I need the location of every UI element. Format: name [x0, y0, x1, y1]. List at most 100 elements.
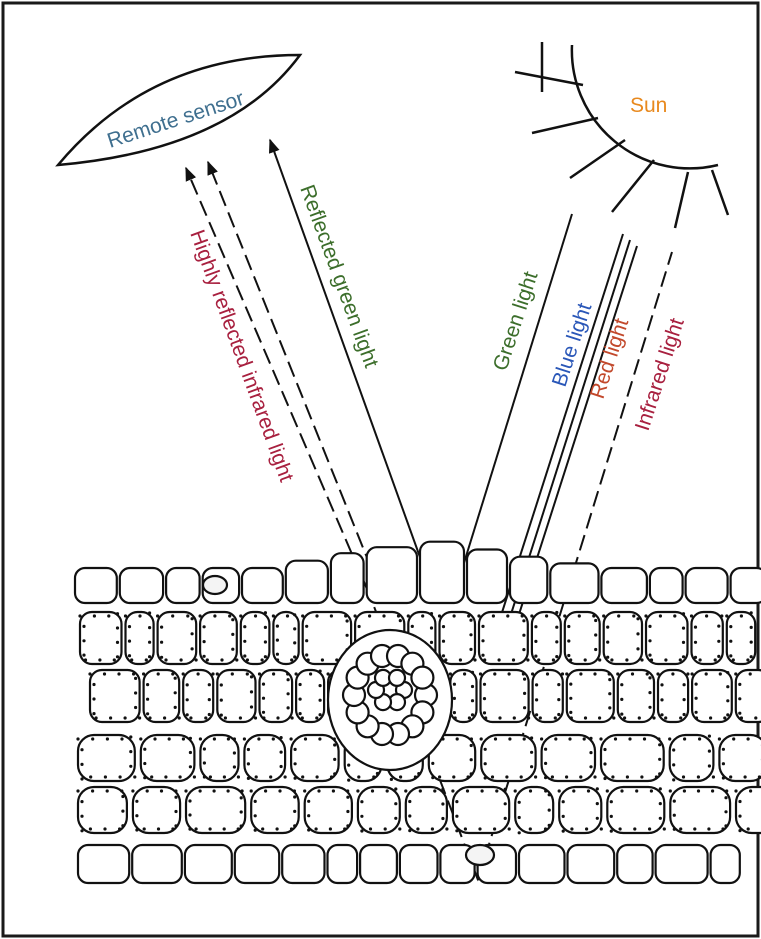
- chloroplast-dot: [540, 737, 543, 740]
- chloroplast-dot: [568, 737, 571, 740]
- chloroplast-dot: [479, 672, 482, 675]
- chloroplast-dot: [555, 611, 558, 614]
- chloroplast-dot: [203, 761, 206, 764]
- chloroplast-dot: [744, 775, 747, 778]
- chloroplast-dot: [360, 829, 363, 832]
- chloroplast-dot: [174, 824, 177, 827]
- palisade-cell: [260, 670, 293, 722]
- chloroplast-dot: [659, 802, 662, 805]
- chloroplast-dot: [470, 744, 473, 747]
- chloroplast-dot: [717, 640, 720, 643]
- chloroplast-dot: [319, 699, 322, 702]
- chloroplast-dot: [659, 614, 662, 617]
- chloroplast-dot: [316, 775, 319, 778]
- chloroplast-dot: [92, 697, 95, 700]
- chloroplast-dot: [491, 775, 494, 778]
- chloroplast-dot: [750, 611, 753, 614]
- chloroplast-dot: [132, 672, 135, 675]
- chloroplast-dot: [142, 672, 145, 675]
- chloroplast-dot: [160, 626, 163, 629]
- chloroplast-dot: [431, 762, 434, 765]
- palisade-cell: [158, 612, 197, 664]
- palisade-cell: [646, 612, 688, 664]
- xylem-cell: [411, 667, 433, 689]
- chloroplast-dot: [683, 789, 686, 792]
- chloroplast-dot: [652, 716, 655, 719]
- chloroplast-dot: [287, 678, 290, 681]
- chloroplast-dot: [481, 789, 484, 792]
- chloroplast-dot: [620, 683, 623, 686]
- chloroplast-dot: [148, 641, 151, 644]
- chloroplast-dot: [160, 656, 163, 659]
- chloroplast-dot: [720, 614, 723, 617]
- chloroplast-dot: [116, 626, 119, 629]
- chloroplast-dot: [603, 777, 606, 780]
- chloroplast-dot: [143, 827, 146, 830]
- chloroplast-dot: [398, 827, 401, 830]
- chloroplast-dot: [544, 748, 547, 751]
- chloroplast-dot: [606, 656, 609, 659]
- chloroplast-dot: [138, 614, 141, 617]
- chloroplast-dot: [600, 827, 603, 830]
- chloroplast-dot: [695, 711, 698, 714]
- upper-epidermis-cell: [166, 568, 200, 603]
- chloroplast-dot: [240, 796, 243, 799]
- chloroplast-dot: [239, 614, 242, 617]
- chloroplast-dot: [329, 827, 332, 830]
- chloroplast-dot: [452, 775, 455, 778]
- chloroplast-dot: [608, 706, 611, 709]
- chloroplast-dot: [195, 658, 198, 661]
- chloroplast-dot: [319, 670, 322, 673]
- chloroplast-dot: [291, 716, 294, 719]
- chloroplast-dot: [508, 672, 511, 675]
- chloroplast-dot: [146, 698, 149, 701]
- chloroplast-dot: [522, 672, 525, 675]
- chloroplast-dot: [544, 789, 547, 792]
- chloroplast-dot: [91, 789, 94, 792]
- stoma: [203, 576, 227, 594]
- chloroplast-dot: [290, 827, 293, 830]
- chloroplast-dot: [80, 829, 83, 832]
- chloroplast-dot: [695, 697, 698, 700]
- chloroplast-dot: [740, 716, 743, 719]
- chloroplast-dot: [264, 789, 267, 792]
- chloroplast-dot: [257, 737, 260, 740]
- chloroplast-dot: [648, 706, 651, 709]
- chloroplast-dot: [603, 748, 606, 751]
- chloroplast-dot: [724, 796, 727, 799]
- chloroplast-dot: [569, 697, 572, 700]
- chloroplast-dot: [258, 672, 261, 675]
- chloroplast-dot: [707, 827, 710, 830]
- chloroplast-dot: [287, 706, 290, 709]
- chloroplast-dot: [664, 716, 667, 719]
- chloroplast-dot: [712, 775, 715, 778]
- chloroplast-dot: [548, 793, 551, 796]
- chloroplast-dot: [134, 706, 137, 709]
- chloroplast-dot: [725, 789, 728, 792]
- chloroplast-dot: [76, 789, 79, 792]
- chloroplast-dot: [562, 830, 565, 833]
- spongy-cell: [542, 735, 595, 781]
- chloroplast-dot: [227, 737, 230, 740]
- chloroplast-dot: [569, 711, 572, 714]
- chloroplast-dot: [315, 716, 318, 719]
- chloroplast-dot: [683, 713, 686, 716]
- chloroplast-dot: [80, 748, 83, 751]
- lower-epidermis-cell: [617, 845, 652, 883]
- chloroplast-dot: [107, 614, 110, 617]
- chloroplast-dot: [626, 775, 629, 778]
- chloroplast-dot: [617, 614, 620, 617]
- chloroplast-dot: [658, 758, 661, 761]
- chloroplast-dot: [116, 641, 119, 644]
- chloroplast-dot: [726, 685, 729, 688]
- chloroplast-dot: [750, 641, 753, 644]
- chloroplast-dot: [290, 658, 293, 661]
- chloroplast-dot: [683, 737, 686, 740]
- chloroplast-dot: [513, 716, 516, 719]
- chloroplast-dot: [648, 654, 651, 657]
- chloroplast-dot: [589, 751, 592, 754]
- chloroplast-dot: [466, 789, 469, 792]
- chloroplast-dot: [441, 817, 444, 820]
- chloroplast-dot: [483, 697, 486, 700]
- chloroplast-dot: [672, 763, 675, 766]
